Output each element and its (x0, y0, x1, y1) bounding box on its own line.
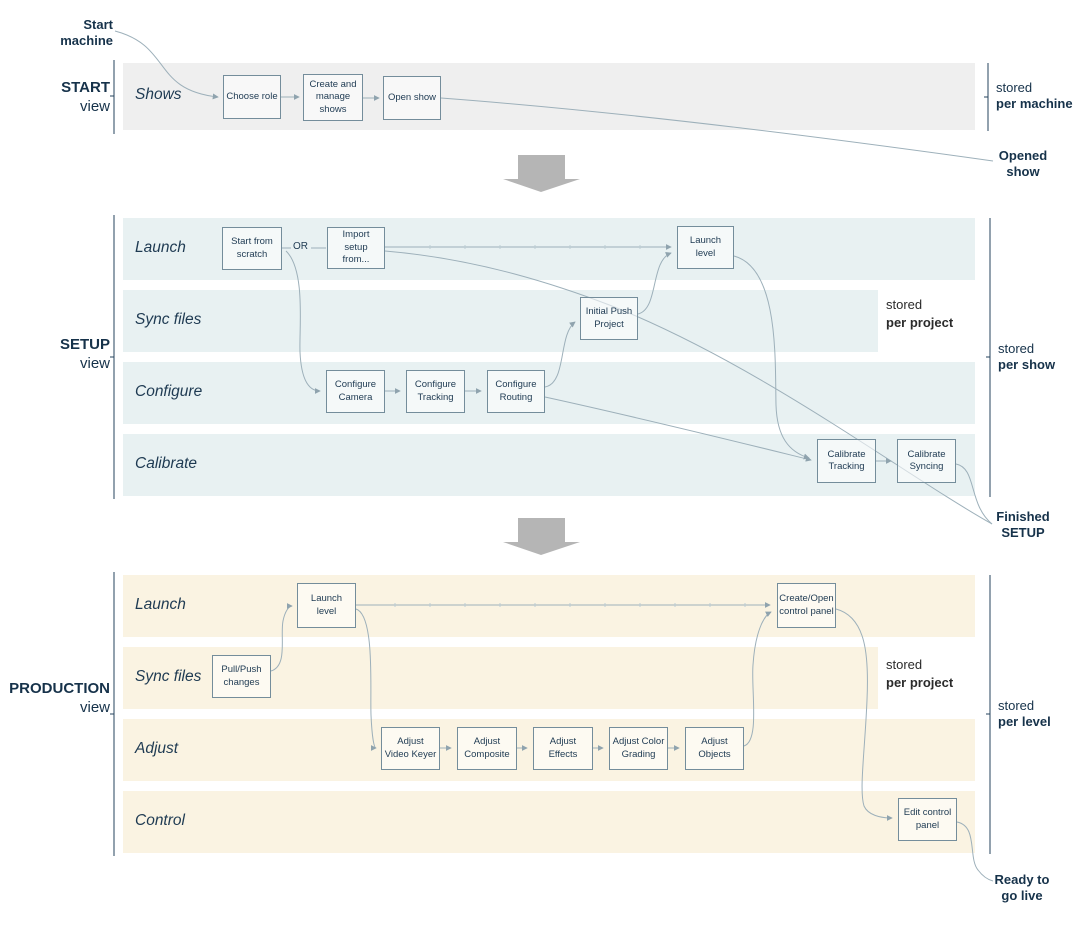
production-left-bracket (110, 572, 115, 856)
production-section-subtitle: view (79, 698, 110, 716)
node-choose-role: Choose role (223, 75, 281, 119)
or-connector-label: OR (293, 241, 308, 252)
edge-open-show-to-opened-show (440, 97, 994, 162)
start-section-title: START (61, 79, 110, 96)
node-edit-control-panel: Edit control panel (898, 798, 957, 841)
node-pull-push-changes: Pull/Push changes (212, 655, 271, 698)
production-sync-stored-note: stored per project (886, 657, 954, 690)
node-import-setup: Import setup from... (327, 227, 385, 269)
node-configure-camera: Configure Camera (326, 370, 385, 413)
setup-right-bracket (986, 218, 991, 497)
edge-launch-level-to-video-keyer (355, 608, 377, 751)
node-setup-launch-level: Launch level (677, 226, 734, 269)
start-machine-label: Start machine (60, 17, 113, 48)
edge-objects-to-create-open (743, 611, 772, 747)
setup-sync-lane-band (123, 290, 878, 352)
edge-start-machine-to-choose-role (114, 30, 219, 100)
section-brackets (110, 60, 991, 856)
node-adjust-composite: Adjust Composite (457, 727, 517, 770)
node-calibrate-syncing: Calibrate Syncing (897, 439, 956, 483)
section-flow-arrows (503, 155, 580, 555)
lane-label-production-launch: Launch (135, 596, 186, 613)
production-section-title: PRODUCTION (9, 680, 110, 697)
node-adjust-color-grading: Adjust Color Grading (609, 727, 668, 770)
setup-section-title: SETUP (59, 336, 110, 353)
setup-configure-lane-band (123, 362, 975, 424)
node-production-launch-level: Launch level (297, 583, 356, 628)
lane-label-production-adjust: Adjust (135, 740, 179, 757)
opened-show-label: Opened show (998, 148, 1048, 179)
setup-sync-stored-note: stored per project (886, 297, 954, 330)
lane-label-shows: Shows (135, 86, 182, 103)
setup-left-bracket (110, 215, 115, 499)
production-right-bracket (986, 575, 991, 854)
start-section-subtitle: view (79, 97, 110, 115)
finished-setup-label: Finished SETUP (996, 509, 1050, 540)
edge-launch-level-to-calibrate-tracking (733, 255, 810, 460)
setup-section-subtitle: view (79, 354, 110, 372)
edge-calibrate-syncing-to-finished (955, 463, 993, 525)
start-stored-note: stored per machine (996, 80, 1073, 112)
edge-edit-panel-to-ready (956, 821, 994, 882)
node-adjust-objects: Adjust Objects (685, 727, 744, 770)
lane-label-setup-launch: Launch (135, 239, 186, 256)
node-open-show: Open show (383, 76, 441, 120)
production-stored-note: stored per level (998, 698, 1051, 730)
node-adjust-video-keyer: Adjust Video Keyer (381, 727, 440, 770)
edge-scratch-to-configure-camera (285, 250, 321, 394)
node-configure-tracking: Configure Tracking (406, 370, 465, 413)
down-arrow-setup-to-production (503, 518, 580, 555)
lane-label-production-sync: Sync files (135, 668, 202, 685)
node-configure-routing: Configure Routing (487, 370, 545, 413)
production-control-lane-band (123, 791, 975, 853)
node-start-from-scratch: Start from scratch (222, 227, 282, 270)
start-left-bracket (110, 60, 115, 134)
ready-to-go-live-label: Ready to go live (994, 872, 1050, 903)
start-right-bracket (984, 63, 989, 131)
start-section-label: START view (0, 79, 110, 117)
setup-stored-note: stored per show (998, 341, 1056, 373)
node-create-manage-shows: Create and manage shows (303, 74, 363, 121)
lane-label-setup-sync: Sync files (135, 311, 202, 328)
node-initial-push-project: Initial Push Project (580, 297, 638, 340)
edge-routing-to-initial-push (544, 321, 576, 388)
edge-routing-to-calibrate-tracking (544, 396, 812, 462)
lane-label-setup-configure: Configure (135, 383, 203, 400)
node-calibrate-tracking: Calibrate Tracking (817, 439, 876, 483)
edge-pullpush-to-launch-level (270, 603, 293, 672)
lane-label-setup-calibrate: Calibrate (135, 455, 198, 472)
production-section-label: PRODUCTION view (0, 680, 110, 718)
edge-create-open-to-edit-panel (835, 608, 893, 821)
connector-tick-marks (394, 245, 746, 607)
node-adjust-effects: Adjust Effects (533, 727, 593, 770)
edge-initial-push-to-launch-level (637, 252, 672, 315)
node-create-open-control-panel: Create/Open control panel (777, 583, 836, 628)
down-arrow-start-to-setup (503, 155, 580, 192)
lane-label-production-control: Control (135, 812, 185, 829)
edge-import-to-finished-setup (384, 250, 993, 525)
setup-section-label: SETUP view (0, 336, 110, 374)
